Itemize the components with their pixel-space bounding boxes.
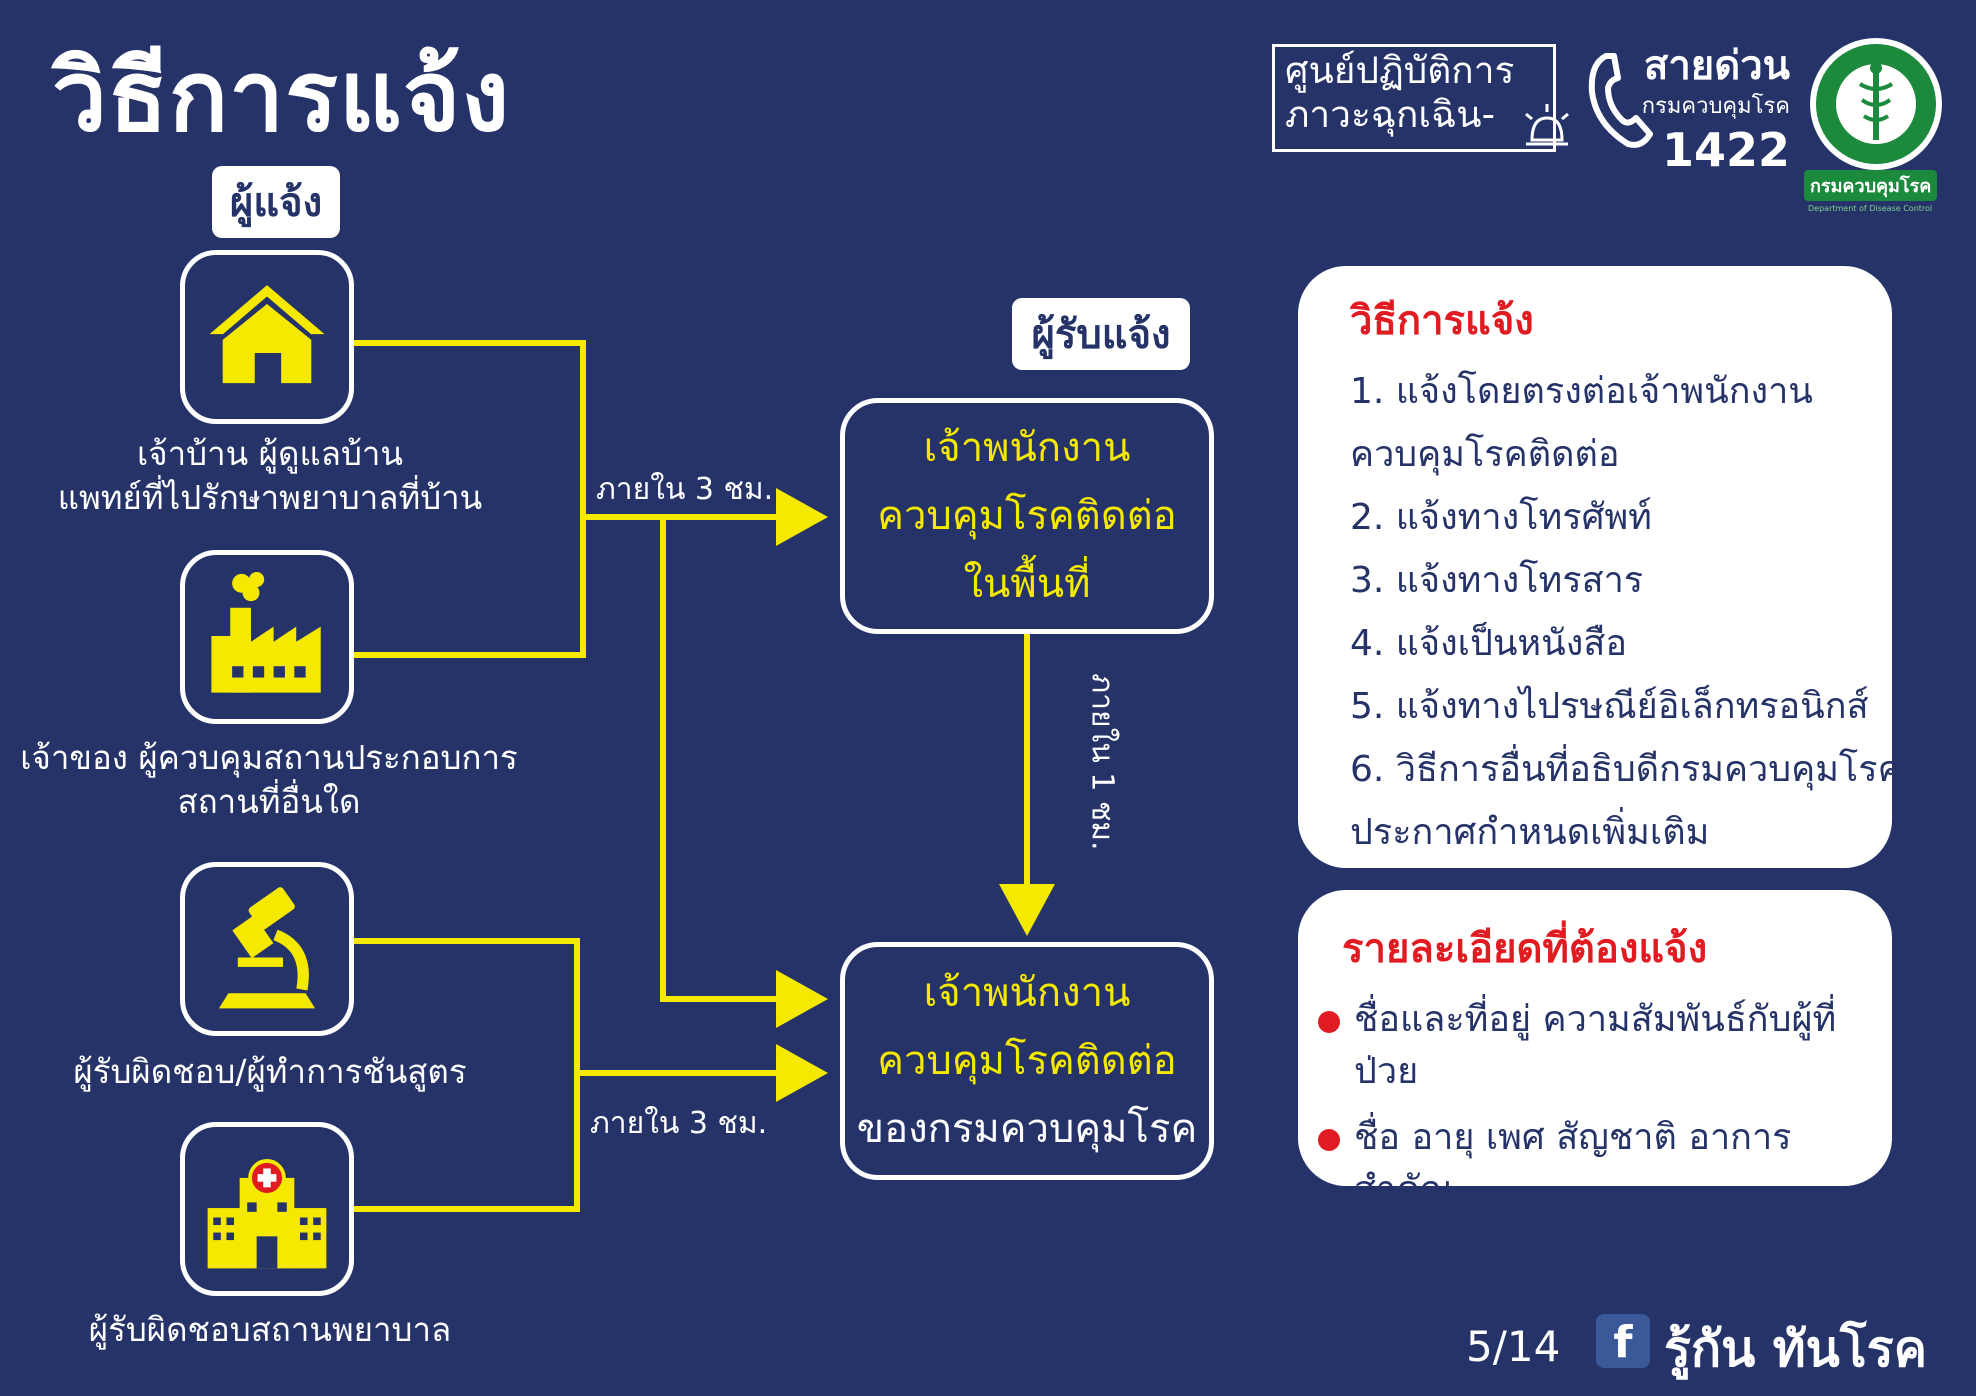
receiver-local-line2: ควบคุมโรคติดต่อ xyxy=(877,493,1177,539)
factory-icon xyxy=(211,571,321,693)
receiver-dept-line1: เจ้าพนักงาน xyxy=(923,970,1131,1016)
ddc-name-en: Department of Disease Control xyxy=(1808,204,1933,213)
ddc-name-th: กรมควบคุมโรค xyxy=(1804,170,1938,201)
reporter-label-lab: ผู้รับผิดชอบ/ผู้ทำการชันสูตร xyxy=(73,1052,467,1091)
methods-line: 5. แจ้งทางไปรษณีย์อิเล็กทรอนิกส์ xyxy=(1350,686,1869,727)
reporter-label-home: เจ้าบ้าน ผู้ดูแลบ้าน แพทย์ที่ไปรักษาพยาบ… xyxy=(57,434,483,517)
emergency-center-line1: ศูนย์ปฏิบัติการ xyxy=(1285,49,1515,92)
hospital-icon xyxy=(207,1159,327,1269)
connector-factory xyxy=(354,652,586,658)
methods-line: 1. แจ้งโดยตรงต่อเจ้าพนักงาน xyxy=(1350,371,1813,412)
timing-bottom: ภายใน 3 ชม. xyxy=(590,1106,768,1141)
connector-down-branch xyxy=(660,514,666,1002)
details-heading: รายละเอียดที่ต้องแจ้ง xyxy=(1342,926,1708,972)
receiver-local-line1: เจ้าพนักงาน xyxy=(923,425,1131,471)
methods-line: ควบคุมโรคติดต่อ xyxy=(1350,434,1620,475)
hotline-subtitle: กรมควบคุมโรค xyxy=(1641,94,1790,119)
hotline-number: 1422 xyxy=(1661,123,1790,177)
hotline-title: สายด่วน xyxy=(1643,43,1790,89)
microscope-icon xyxy=(218,887,316,1009)
connector-bottom-main xyxy=(574,1070,780,1076)
reporter-card-factory xyxy=(180,550,354,724)
details-card: รายละเอียดที่ต้องแจ้ง ชื่อและที่อยู่ ควา… xyxy=(1298,890,1892,1262)
reporter-card-home xyxy=(180,250,354,424)
connector-to-dept-upper xyxy=(660,996,780,1002)
timing-vertical: ภายใน 1 ชม. xyxy=(1084,673,1120,851)
methods-heading: วิธีการแจ้ง xyxy=(1350,298,1534,344)
timing-top: ภายใน 3 ชม. xyxy=(596,472,774,507)
methods-line: 4. แจ้งเป็นหนังสือ xyxy=(1350,623,1627,664)
ministry-logo xyxy=(1810,38,1942,170)
bullet-dot xyxy=(1318,1129,1340,1151)
page-title: วิธีการแจ้ง xyxy=(52,40,511,154)
receiver-department: เจ้าพนักงาน ควบคุมโรคติดต่อ ของกรมควบคุม… xyxy=(840,942,1214,1180)
reporter-label-factory: เจ้าของ ผู้ควบคุมสถานประกอบการ สถานที่อื… xyxy=(20,738,518,821)
phone-icon xyxy=(1588,53,1653,148)
methods-line: 3. แจ้งทางโทรสาร xyxy=(1350,560,1644,601)
emergency-center-box: ศูนย์ปฏิบัติการ ภาวะฉุกเฉิน- xyxy=(1272,44,1556,152)
arrow-to-local xyxy=(776,488,828,546)
page-number: 5/14 xyxy=(1466,1322,1561,1371)
hotline-block: สายด่วน กรมควบคุมโรค 1422 xyxy=(1640,44,1790,177)
methods-line: 2. แจ้งทางโทรศัพท์ xyxy=(1350,497,1652,538)
methods-card: วิธีการแจ้ง 1. แจ้งโดยตรงต่อเจ้าพนักงาน … xyxy=(1298,266,1902,868)
connector-top-main xyxy=(580,514,780,520)
methods-line: ประกาศกำหนดเพิ่มเติม xyxy=(1350,812,1710,853)
emergency-center-line2: ภาวะฉุกเฉิน- xyxy=(1285,93,1495,136)
connector-local-to-dept xyxy=(1024,634,1030,896)
connector-hospital xyxy=(354,1206,580,1212)
facebook-icon[interactable]: f xyxy=(1596,1314,1650,1368)
receiver-dept-line2: ควบคุมโรคติดต่อ xyxy=(877,1038,1177,1084)
reporter-label-hospital: ผู้รับผิดชอบสถานพยาบาล xyxy=(88,1310,452,1349)
arrow-to-dept-upper xyxy=(776,970,828,1028)
facebook-page-name[interactable]: รู้กัน ทันโรค xyxy=(1664,1320,1928,1378)
connector-home xyxy=(354,340,586,346)
details-bullet-2: ชื่อ อายุ เพศ สัญชาติ อาการสำคัญ ที่อยู่… xyxy=(1318,1112,1864,1268)
house-icon xyxy=(209,285,325,384)
receiver-dept-line3: ของกรมควบคุมโรค xyxy=(856,1106,1198,1152)
reporter-pill: ผู้แจ้ง xyxy=(212,166,340,238)
receiver-local: เจ้าพนักงาน ควบคุมโรคติดต่อ ในพื้นที่ xyxy=(840,398,1214,634)
receiver-local-line3: ในพื้นที่ xyxy=(963,561,1091,607)
reporter-card-lab xyxy=(180,862,354,1036)
connector-top-join xyxy=(580,340,586,658)
bullet-dot xyxy=(1318,1011,1340,1033)
connector-lab xyxy=(354,938,580,944)
details-bullet-1: ชื่อและที่อยู่ ความสัมพันธ์กับผู้ที่ป่วย xyxy=(1318,994,1864,1098)
receiver-pill: ผู้รับแจ้ง xyxy=(1012,298,1190,370)
arrow-local-to-dept xyxy=(999,884,1055,936)
arrow-to-dept-lower xyxy=(776,1044,828,1102)
reporter-card-hospital xyxy=(180,1122,354,1296)
alarm-light-icon xyxy=(1525,104,1569,146)
methods-line: 6. วิธีการอื่นที่อธิบดีกรมควบคุมโรค xyxy=(1350,749,1902,790)
